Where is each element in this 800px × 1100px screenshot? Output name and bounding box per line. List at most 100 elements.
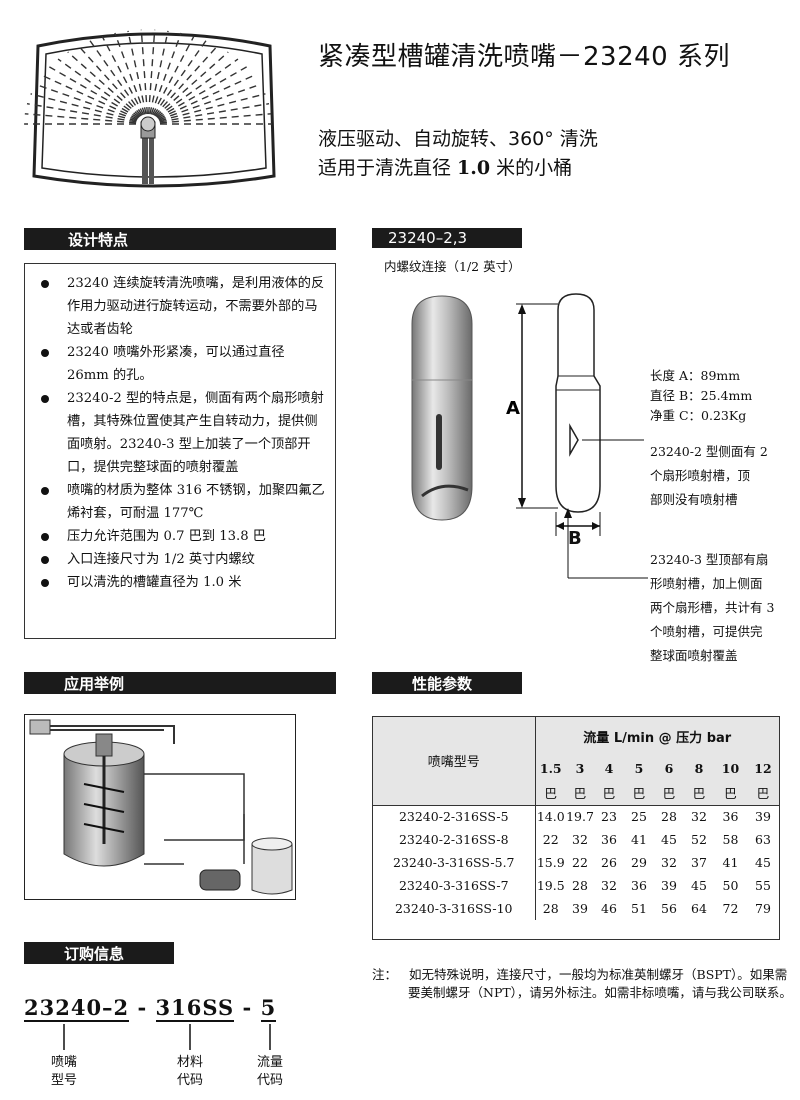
flow-cell: 32 [661,855,677,870]
flow-cell: 51 [631,901,647,916]
flow-cell: 56 [661,901,677,916]
flow-cell: 28 [572,878,588,893]
unit-cell: 巴 [624,781,654,806]
flow-cell: 36 [601,832,617,847]
features-heading: 设计特点 [68,231,129,249]
flow-cell: 19.7 [566,809,594,825]
flow-header: 流量 L/min @ 压力 bar [583,730,732,746]
ordering-heading: 订购信息 [64,945,125,963]
flow-cell: 64 [691,901,707,916]
feature-item: 压力允许范围为 0.7 巴到 13.8 巴 [35,525,329,548]
pressure-cell: 5 [634,760,644,776]
order-label-model: 喷嘴型号 [50,1055,77,1088]
connection-label: 内螺纹连接（1/2 英寸） [384,259,521,274]
flow-cell: 39 [661,878,677,893]
model-column-header: 喷嘴型号 [373,717,536,806]
unit-cell: 巴 [566,781,594,806]
dim-a-label: A [506,398,520,419]
pressure-cell: 3 [575,760,585,776]
flow-cell: 55 [755,878,771,893]
feature-item: 喷嘴的材质为整体 316 不锈钢，加聚四氟乙烯衬套，可耐温 177℃ [35,479,329,525]
performance-heading: 性能参数 [412,675,473,693]
page-title: 紧凑型槽罐清洗喷嘴－23240 系列 [318,42,730,72]
flow-cell: 26 [601,855,617,870]
dim-b-label: B [568,528,582,549]
flow-cell: 36 [631,878,647,893]
flow-cell: 79 [755,901,771,916]
application-illustration [24,714,296,900]
flow-cell: 36 [722,809,739,825]
flow-cell: 41 [722,855,739,870]
model-cell: 23240-3-316SS-7 [373,874,536,897]
tank-spray-illustration [24,29,276,188]
features-list: 23240 连续旋转清洗喷嘴，是利用液体的反作用力驱动进行旋转运动，不需要外部的… [25,264,335,594]
flow-cell: 39 [755,809,771,825]
feature-item: 23240 连续旋转清洗喷嘴，是利用液体的反作用力驱动进行旋转运动，不需要外部的… [35,272,329,341]
spec-list: 长度 A：89mm 直径 B：25.4mm 净重 C：0.23Kg [650,366,752,426]
flow-cell: 46 [601,901,617,916]
flow-cell: 58 [722,832,739,847]
order-leader-lines [63,1024,271,1050]
unit-cell: 巴 [535,781,566,806]
flow-cell: 52 [691,832,707,847]
flow-cell: 15.9 [536,855,565,870]
model-cell: 23240-2-316SS-8 [373,828,536,851]
feature-item: 可以清洗的槽罐直径为 1.0 米 [35,571,329,594]
pressure-cell: 10 [721,760,740,776]
note3-leader-line [564,508,648,579]
flow-cell: 22 [572,855,588,870]
flow-cell: 39 [572,901,588,916]
flow-cell: 32 [691,809,707,825]
subtitle-drive: 液压驱动、自动旋转、360° 清洗 [318,128,598,150]
pressure-cell: 6 [664,760,674,776]
pressure-cell: 1.5 [539,760,562,776]
flow-cell: 45 [691,878,707,893]
order-label-material: 材料代码 [176,1055,203,1088]
flow-cell: 14.0 [536,809,565,825]
model-heading: 23240–2,3 [372,228,522,248]
flow-cell: 45 [755,855,771,870]
order-label-flow: 流量代码 [256,1055,283,1088]
subtitle-diameter: 适用于清洗直径 1.0 米的小桶 [318,157,573,179]
order-part-flow: 5 [260,995,277,1022]
feature-item: 23240-2 型的特点是，侧面有两个扇形喷射槽，其特殊位置使其产生自转动力，提… [35,387,329,479]
flow-cell: 23 [601,809,617,825]
order-part-material: 316SS [155,995,235,1022]
unit-cell: 巴 [684,781,714,806]
table-note: 注：如无特殊说明，连接尺寸，一般均为标准英制螺牙（BSPT）。如果需 要美制螺牙… [372,967,792,1000]
flow-cell: 28 [661,809,677,825]
order-part-model: 23240–2 [24,995,130,1022]
flow-cell: 25 [631,809,647,825]
flow-cell: 32 [572,832,588,847]
application-heading-bar: 应用举例 [24,672,336,694]
nozzle-drawing: A [411,293,644,536]
flow-cell: 29 [631,855,647,870]
flow-cell: 41 [631,832,647,847]
application-heading: 应用举例 [64,675,125,693]
features-heading-bar: 设计特点 [24,228,336,250]
model-cell: 23240-3-316SS-5.7 [373,851,536,874]
features-box: 23240 连续旋转清洗喷嘴，是利用液体的反作用力驱动进行旋转运动，不需要外部的… [24,263,336,639]
performance-table-container: 喷嘴型号 流量 L/min @ 压力 bar 1.5 3 4 5 6 8 10 … [372,716,780,940]
model-cell: 23240-3-316SS-10 [373,897,536,920]
performance-heading-bar: 性能参数 [372,672,522,694]
spec-length: 长度 A：89mm [650,368,741,383]
flow-cell: 37 [691,855,707,870]
pressure-cell: 4 [604,760,614,776]
flow-cell: 32 [601,878,617,893]
feature-item: 入口连接尺寸为 1/2 英寸内螺纹 [35,548,329,571]
pressure-cell: 8 [694,760,704,776]
order-code: 23240–2 - 316SS - 5 [24,995,277,1022]
note-23240-3: 23240-3 型顶部有扇 形喷射槽，加上侧面 两个扇形槽，共计有 3 个喷射槽… [650,552,775,663]
spec-weight: 净重 C：0.23Kg [650,408,747,423]
unit-cell: 巴 [654,781,684,806]
flow-cell: 72 [722,901,739,916]
unit-cell: 巴 [714,781,747,806]
flow-cell: 19.5 [536,878,565,893]
note-23240-2: 23240-2 型侧面有 2 个扇形喷射槽，顶 部则没有喷射槽 [650,444,768,507]
